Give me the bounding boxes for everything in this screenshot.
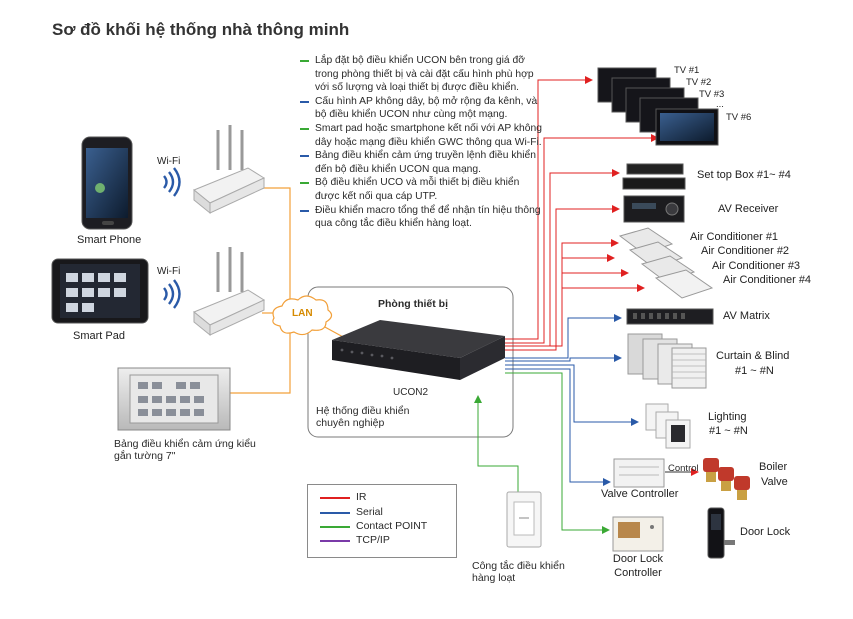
av-receiver-image (623, 195, 685, 223)
smart-phone-label: Smart Phone (77, 234, 142, 246)
wall-touch-panel-image (117, 367, 231, 431)
notes-list: Lắp đặt bộ điều khiển UCON bên trong giá… (300, 54, 545, 231)
batch-switch-image (506, 491, 542, 548)
av-matrix-image (626, 308, 714, 325)
boiler-valve-image (703, 458, 750, 500)
note-text: Bộ điều khiển UCO và mỗi thiết bị điều k… (315, 177, 520, 202)
ir-lines (505, 76, 659, 351)
curtain-label: Curtain & Blind (716, 350, 790, 362)
door-lock-controller-label-2: Controller (614, 567, 662, 579)
ucon-label: UCON2 (393, 387, 429, 398)
wireless-ap-2 (193, 247, 266, 337)
legend-label-tcp: TCP/IP (356, 534, 390, 546)
tv-label-6: TV #6 (726, 112, 752, 123)
curtain-range-label: #1 ~ #N (735, 365, 774, 377)
boiler-label: Boiler (759, 461, 788, 473)
legend: IR Serial Contact POINT TCP/IP (307, 484, 457, 558)
note-item: Smart pad hoặc smartphone kết nối với AP… (300, 122, 545, 149)
air-conditioner-label-4: Air Conditioner #4 (723, 274, 812, 286)
smart-pad-image (51, 258, 149, 324)
door-lock-label: Door Lock (740, 526, 791, 538)
curtain-blind-image (627, 333, 707, 389)
equipment-room-frame (307, 286, 514, 438)
lan-label: LAN (292, 308, 313, 319)
air-conditioner-image (618, 227, 714, 299)
smart-phone-image (81, 136, 133, 230)
note-text: Điều khiển macro tổng thể để nhận tín hi… (315, 204, 541, 230)
page-title: Sơ đồ khối hệ thống nhà thông minh (52, 20, 350, 39)
lighting-switch-image (645, 403, 691, 449)
valve-label: Valve (761, 476, 788, 488)
note-item: Cấu hình AP không dây, bộ mở rộng đa kên… (300, 95, 545, 122)
legend-line-contact (320, 526, 350, 528)
lan-cloud (272, 295, 333, 336)
wall-panel-caption: Bảng điều khiển cảm ứng kiểu gắn tường 7… (114, 438, 256, 462)
legend-line-ir (320, 497, 350, 499)
bullet-dash-icon (300, 155, 309, 158)
wifi-label-2: Wi-Fi (157, 266, 181, 277)
tv-label-1: TV #1 (674, 65, 700, 76)
note-text: Cấu hình AP không dây, bộ mở rộng đa kên… (315, 95, 538, 121)
serial-lines (505, 314, 639, 486)
control-label: Control (668, 463, 699, 474)
bullet-dash-icon (300, 182, 309, 185)
note-item: Điều khiển macro tổng thể để nhận tín hi… (300, 204, 545, 231)
valve-controller-image (613, 458, 665, 488)
av-receiver-label: AV Receiver (718, 203, 779, 215)
batch-switch-caption: Công tắc điều khiển hàng loạt (472, 560, 565, 584)
wifi-waves (163, 167, 181, 309)
bullet-dash-icon (300, 127, 309, 130)
legend-label-ir: IR (356, 491, 367, 503)
lighting-label: Lighting (708, 411, 747, 423)
tv-label-ellipsis: ... (716, 99, 724, 110)
note-item: Bộ điều khiển UCO và mỗi thiết bị điều k… (300, 176, 545, 203)
air-conditioner-label-1: Air Conditioner #1 (690, 231, 779, 243)
lighting-range-label: #1 ~ #N (709, 425, 748, 437)
tv-label-3: TV #3 (699, 89, 725, 100)
note-text: Lắp đặt bộ điều khiển UCON bên trong giá… (315, 55, 534, 94)
av-matrix-label: AV Matrix (723, 310, 770, 322)
bullet-dash-icon (300, 100, 309, 103)
legend-line-serial (320, 512, 350, 514)
wifi-label-1: Wi-Fi (157, 156, 181, 167)
tv-stack-image (597, 67, 719, 146)
legend-label-serial: Serial (356, 506, 383, 518)
air-conditioner-label-2: Air Conditioner #2 (701, 245, 790, 257)
note-text: Smart pad hoặc smartphone kết nối với AP… (315, 122, 542, 148)
contact-lines (474, 372, 610, 534)
note-text: Bảng điều khiển cảm ứng truyền lệnh điều… (315, 150, 536, 175)
door-lock-controller-label-1: Door Lock (612, 553, 664, 565)
valve-controller-label: Valve Controller (601, 488, 679, 500)
door-lock-controller-image (612, 516, 664, 552)
set-top-box-label: Set top Box #1~ #4 (697, 169, 791, 181)
control-system-caption: Hệ thống điều khiển chuyên nghiệp (316, 405, 410, 429)
note-item: Lắp đặt bộ điều khiển UCON bên trong giá… (300, 54, 545, 95)
tv-label-2: TV #2 (686, 77, 712, 88)
set-top-box-image (622, 163, 686, 190)
legend-line-tcp (320, 540, 350, 542)
wireless-ap-1 (193, 125, 266, 215)
ucon-controller-image (332, 320, 505, 380)
bullet-dash-icon (300, 60, 309, 62)
door-lock-image (707, 507, 735, 559)
air-conditioner-label-3: Air Conditioner #3 (712, 260, 801, 272)
note-item: Bảng điều khiển cảm ứng truyền lệnh điều… (300, 149, 545, 176)
legend-label-contact: Contact POINT (356, 520, 428, 532)
smart-pad-label: Smart Pad (73, 330, 125, 342)
bullet-dash-icon (300, 209, 309, 212)
equipment-room-title: Phòng thiết bị (378, 298, 448, 310)
